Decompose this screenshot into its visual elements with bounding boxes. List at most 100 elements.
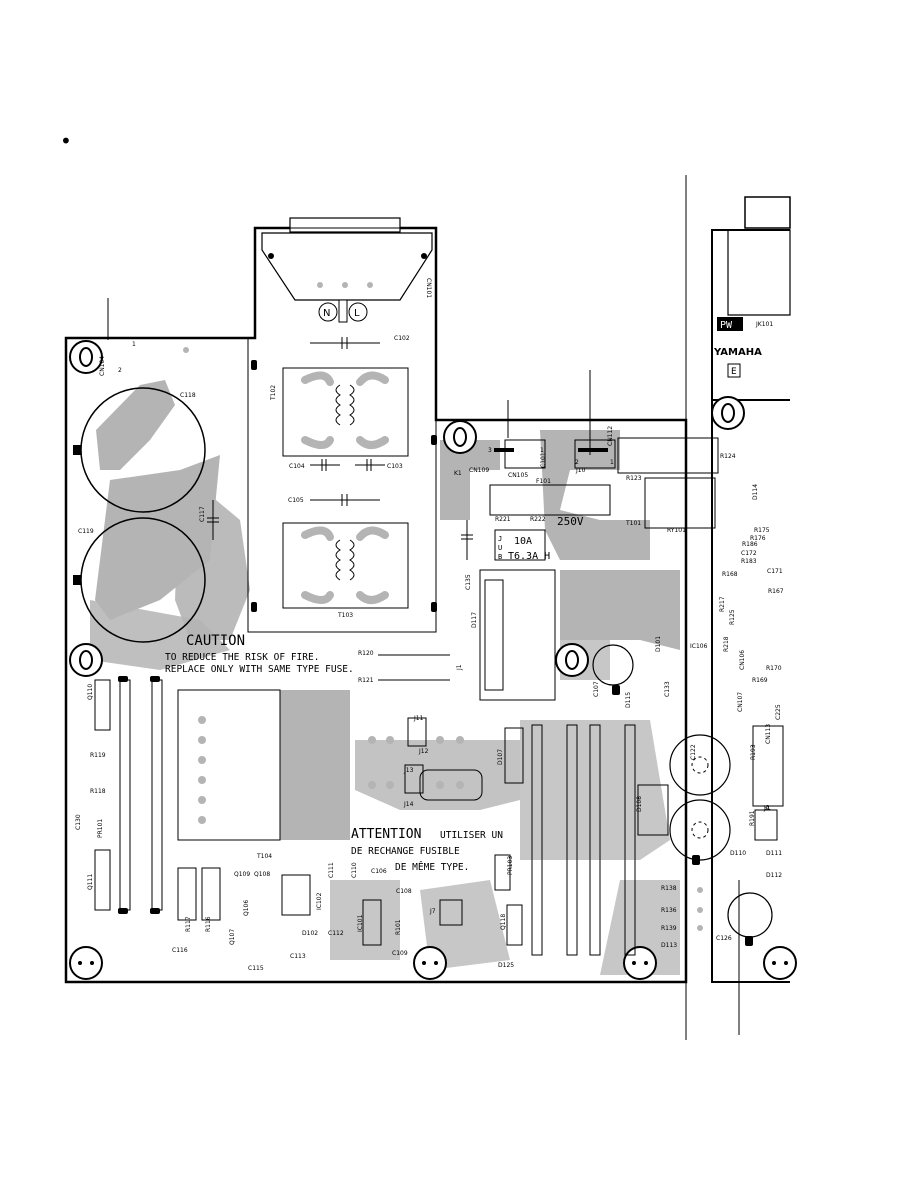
mounting-holes-inner: [79, 347, 735, 670]
small-capacitors: [207, 337, 473, 560]
ref-q109: Q109: [234, 871, 250, 878]
ref-r222: R222: [530, 516, 546, 523]
ref-r120: R120: [358, 650, 374, 657]
ref-r193: R193: [750, 744, 757, 760]
ref-r186: R186: [742, 541, 758, 548]
ref-cn101: CN101: [425, 278, 432, 298]
ref-d113: D113: [661, 942, 677, 949]
ref-d102: D102: [302, 930, 318, 937]
ref-r124: R124: [720, 453, 736, 460]
ref-r167: R167: [768, 588, 784, 595]
ref-c108: C108: [396, 888, 412, 895]
capacitor-c118: [73, 387, 206, 513]
capacitor-c107: [592, 644, 634, 686]
ref-r136: R136: [661, 907, 677, 914]
ref-j7: J7: [429, 908, 436, 915]
ref-d125: D125: [498, 962, 514, 969]
ref-j14: J14: [403, 801, 414, 808]
ref-r123: R123: [626, 475, 642, 482]
caution-line2: REPLACE ONLY WITH SAME TYPE FUSE.: [165, 664, 354, 675]
ref-r125: R125: [729, 609, 736, 625]
pw-label: PW: [720, 320, 733, 331]
jack-body: [744, 196, 791, 229]
ref-r169: R169: [752, 677, 768, 684]
ref-j12: J12: [418, 748, 429, 755]
ref-f101: F101: [536, 478, 551, 485]
ref-j5: J5: [764, 804, 771, 811]
ref-r175: R175: [754, 527, 770, 534]
ref-c126: C126: [716, 935, 732, 942]
ref-cn113: CN113: [765, 724, 772, 744]
pw-badge: [717, 317, 743, 331]
pin-cn105-3: 3: [488, 447, 492, 454]
ref-d110: D110: [730, 850, 746, 857]
ref-c133: C133: [664, 681, 671, 697]
ref-c109: C109: [392, 950, 408, 957]
bullet-mark: •: [60, 129, 72, 153]
pin-cn104-2: 2: [118, 367, 122, 374]
ref-cn104: CN104: [99, 356, 106, 376]
pin-cn104-1: 1: [132, 341, 136, 348]
ref-t102: T102: [270, 385, 277, 401]
ref-d101: D101: [655, 636, 662, 652]
ref-cn106: CN106: [739, 650, 746, 670]
ref-d115: D115: [625, 692, 632, 708]
ref-c119: C119: [78, 528, 94, 535]
ref-r168: R168: [722, 571, 738, 578]
ref-c104: C104: [289, 463, 305, 470]
ref-c172: C172: [741, 550, 757, 557]
ref-r121: R121: [358, 677, 374, 684]
ref-c101: C101: [540, 452, 547, 468]
transformer-t102: [282, 367, 409, 457]
ref-r117: R117: [185, 916, 192, 932]
ref-r191: R191: [749, 810, 756, 826]
attention-line1-rest: UTILISER UN: [440, 830, 503, 841]
ref-q118: Q118: [500, 914, 507, 930]
pin-cn112-1: 1: [610, 459, 614, 466]
attention-line3: DE MÊME TYPE.: [395, 861, 469, 873]
ref-j1: J1: [456, 664, 463, 671]
yamaha-logo: YAMAHA: [713, 347, 762, 358]
ref-j13: J13: [403, 767, 414, 774]
ref-j4: J4: [763, 805, 770, 812]
ac-l-label: L: [354, 308, 360, 319]
ref-cn105: CN105: [508, 472, 528, 479]
ref-c130: C130: [75, 814, 82, 830]
fuse-amp: 10A: [514, 536, 532, 547]
capacitor-c126: [727, 892, 773, 938]
ref-r119: R119: [90, 752, 106, 759]
ref-t104: T104: [256, 853, 272, 860]
grey-pads: [183, 347, 703, 931]
ref-j10: J10: [575, 467, 586, 474]
ref-r116: R116: [205, 916, 212, 932]
pin-cn112-2: 2: [575, 459, 579, 466]
copper-traces: [90, 380, 680, 975]
ref-cn107: CN107: [737, 692, 744, 712]
ref-cn112: CN112: [607, 426, 614, 446]
ref-c102: C102: [394, 335, 410, 342]
ref-pr103: PR103: [507, 856, 514, 875]
ref-c116: C116: [172, 947, 188, 954]
ref-cn109: CN109: [469, 467, 489, 474]
ref-q110: Q110: [87, 684, 94, 700]
ref-r217: R217: [719, 596, 726, 612]
ref-r139: R139: [661, 925, 677, 932]
capacitor-c122: [669, 734, 731, 796]
e-box: [727, 363, 741, 378]
ref-pr101: PR101: [97, 819, 104, 838]
connector-blocks: [94, 437, 784, 956]
ref-r218: R218: [723, 636, 730, 652]
ref-r138: R138: [661, 885, 677, 892]
ref-c113: C113: [290, 953, 306, 960]
capacitor-c119: [73, 517, 206, 643]
ref-d108: D108: [636, 796, 643, 812]
ref-d114: D114: [752, 484, 759, 500]
ref-r183: R183: [741, 558, 757, 565]
mounting-hole-dots: [78, 961, 788, 965]
pin-cn105-1: 1: [540, 447, 544, 454]
ref-ic101: IC101: [357, 914, 364, 932]
ref-c117: C117: [199, 506, 206, 522]
reference-lines: [107, 175, 740, 1040]
